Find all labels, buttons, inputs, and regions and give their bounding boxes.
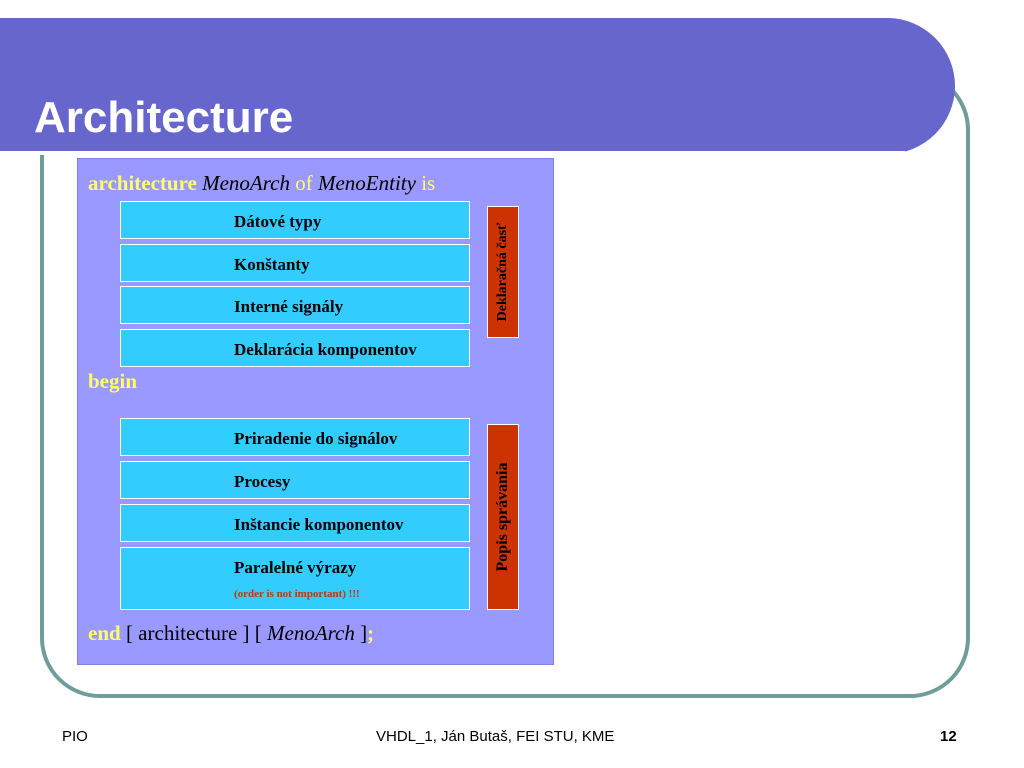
order-note: (order is not important) !!! bbox=[234, 588, 360, 600]
keyword-end: end bbox=[88, 621, 121, 645]
behavioral-side-bar: Popis správania bbox=[487, 424, 519, 610]
keyword-of: of bbox=[295, 171, 313, 195]
behavioral-item-label: Paralelné výrazy bbox=[234, 558, 357, 577]
end-semicolon: ; bbox=[367, 621, 375, 645]
slide-title: Architecture bbox=[34, 93, 294, 142]
footer-course: PIO bbox=[62, 728, 88, 745]
declarative-item: Dátové typy bbox=[120, 201, 470, 239]
architecture-name: MenoArch bbox=[202, 171, 290, 195]
footer-credits: VHDL_1, Ján Butaš, FEI STU, KME bbox=[376, 728, 615, 745]
declarative-item-label: Deklarácia komponentov bbox=[234, 340, 417, 359]
declarative-item: Konštanty bbox=[120, 244, 470, 282]
architecture-panel: architecture MenoArch of MenoEntity is D… bbox=[77, 158, 554, 665]
declarative-item-label: Dátové typy bbox=[234, 212, 322, 231]
declarative-side-label: Deklaračná časť bbox=[495, 222, 510, 322]
behavioral-item-label: Procesy bbox=[234, 472, 291, 491]
behavioral-item: Paralelné výrazy (order is not important… bbox=[120, 547, 470, 610]
behavioral-item: Procesy bbox=[120, 461, 470, 499]
title-underline bbox=[0, 151, 905, 155]
behavioral-item: Priradenie do signálov bbox=[120, 418, 470, 456]
begin-line: begin bbox=[88, 371, 137, 392]
behavioral-item-label: Priradenie do signálov bbox=[234, 429, 398, 448]
end-line-bracket: ] bbox=[354, 621, 368, 645]
end-line-text: [ architecture ] [ bbox=[120, 621, 268, 645]
behavioral-side-label: Popis správania bbox=[494, 462, 511, 572]
behavioral-item: Inštancie komponentov bbox=[120, 504, 470, 542]
keyword-begin: begin bbox=[88, 369, 138, 393]
declarative-item: Interné signály bbox=[120, 286, 470, 324]
entity-name: MenoEntity bbox=[317, 171, 416, 195]
declarative-side-bar: Deklaračná časť bbox=[487, 206, 519, 338]
behavioral-item-label: Inštancie komponentov bbox=[234, 515, 404, 534]
architecture-header-line: architecture MenoArch of MenoEntity is bbox=[88, 173, 435, 194]
declarative-item-label: Interné signály bbox=[234, 297, 344, 316]
keyword-architecture: architecture bbox=[88, 171, 197, 195]
title-banner: Architecture bbox=[0, 18, 955, 155]
keyword-is: is bbox=[421, 171, 436, 195]
declarative-item: Deklarácia komponentov bbox=[120, 329, 470, 367]
end-line: end [ architecture ] [ MenoArch ]; bbox=[88, 623, 374, 644]
declarative-item-label: Konštanty bbox=[234, 255, 310, 274]
end-architecture-name: MenoArch bbox=[267, 621, 355, 645]
footer-page-number: 12 bbox=[940, 728, 957, 745]
